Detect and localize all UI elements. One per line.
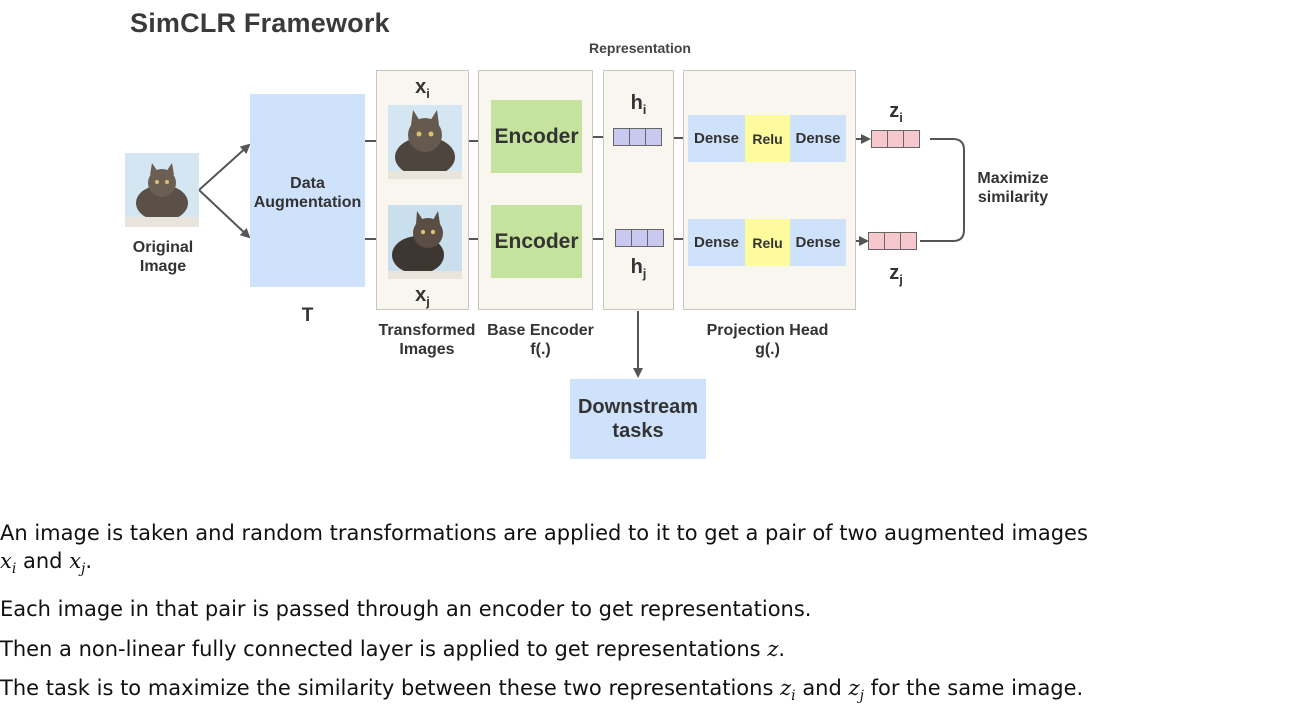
dense-bottom-2: Dense [790, 219, 846, 266]
similarity-bracket [920, 138, 965, 242]
math-xi: xi [0, 549, 17, 578]
arrow-to-augment-bottom [198, 189, 251, 239]
transformed-images-label: Transformed Images [378, 322, 476, 358]
dense-top-1: Dense [688, 115, 745, 162]
original-image-label: Original Image [132, 239, 194, 275]
zj-symbol: zj [889, 262, 903, 287]
math-z: z [767, 637, 779, 661]
arrow-to-augment-top [198, 143, 251, 191]
representation-vector-hi [612, 128, 662, 146]
hi-symbol: hi [630, 92, 647, 117]
xj-symbol: xj [415, 284, 430, 309]
paragraph-3: Then a non-linear fully connected layer … [0, 637, 786, 661]
representation-vector-hj [614, 229, 664, 247]
paragraph-2: Each image in that pair is passed throug… [0, 597, 812, 621]
cat-icon [388, 105, 462, 179]
math-zi: zi [780, 676, 796, 705]
representation-panel [603, 70, 674, 310]
cat-icon [388, 205, 462, 279]
downstream-tasks-box: Downstream tasks [570, 379, 706, 459]
projection-vector-zi [870, 130, 920, 148]
projection-vector-zj [867, 232, 917, 250]
relu-bottom: Relu [745, 219, 790, 266]
maximize-similarity-label: Maximize similarity [977, 170, 1049, 206]
paragraph-4: The task is to maximize the similarity b… [0, 676, 1084, 705]
xi-symbol: xi [415, 76, 430, 101]
math-zj: zj [848, 676, 864, 705]
hj-symbol: hj [630, 256, 647, 281]
math-xj: xj [69, 549, 86, 578]
transformed-image-xi [388, 105, 462, 179]
dense-bottom-1: Dense [688, 219, 745, 266]
projection-head-panel [683, 70, 856, 310]
data-augmentation-box [250, 94, 365, 287]
data-augmentation-label: Data Augmentation [253, 175, 362, 211]
encoder-top: Encoder [491, 100, 582, 173]
zi-symbol: zi [889, 100, 903, 125]
diagram-title: SimCLR Framework [130, 8, 390, 38]
original-image [125, 153, 199, 227]
t-label: T [301, 305, 314, 326]
encoder-bottom: Encoder [491, 205, 582, 278]
representation-label: Representation [589, 40, 691, 56]
dense-top-2: Dense [790, 115, 846, 162]
paragraph-1: An image is taken and random transformat… [0, 521, 1088, 578]
relu-top: Relu [745, 115, 790, 162]
cat-icon [125, 153, 199, 227]
transformed-image-xj [388, 205, 462, 279]
